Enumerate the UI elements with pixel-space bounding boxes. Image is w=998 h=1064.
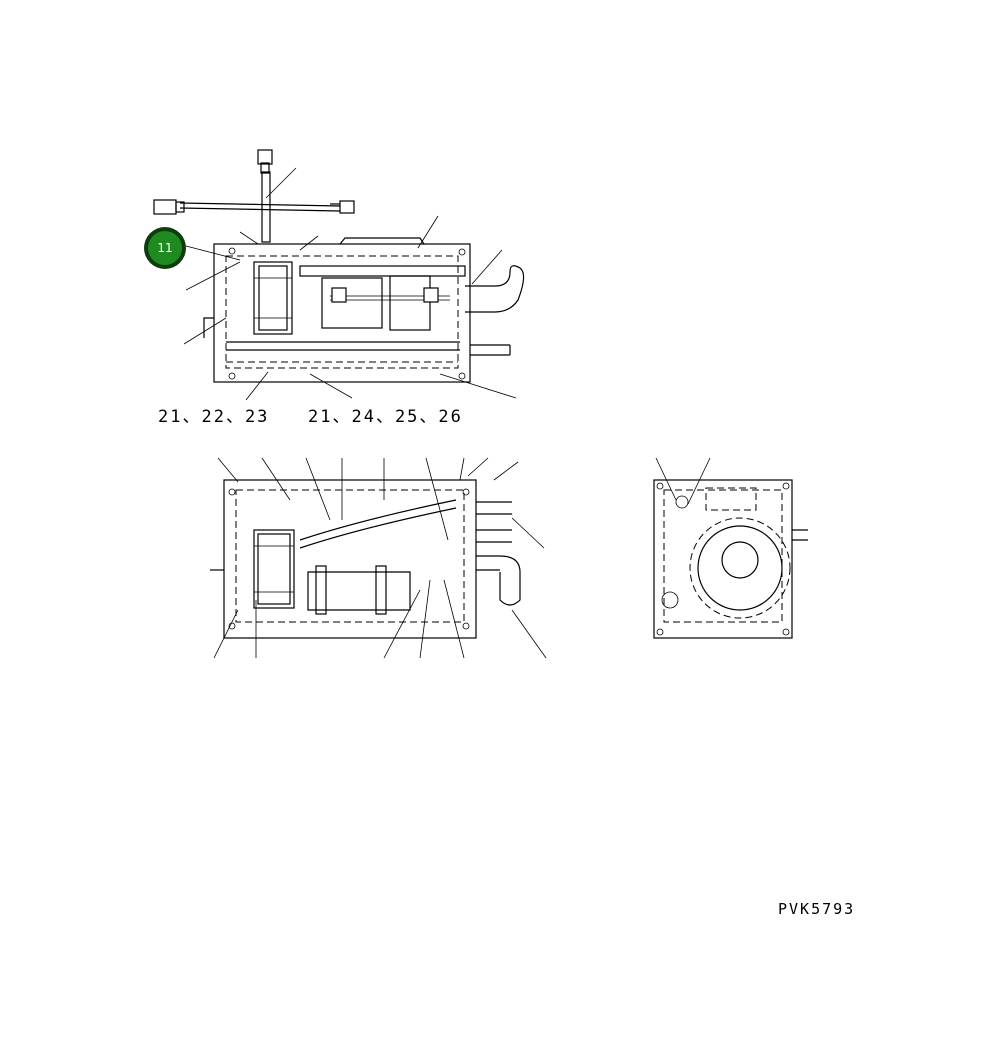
top-view-label-left: 21、22、23 xyxy=(158,407,269,427)
callout-badge: 11 xyxy=(144,227,186,269)
top-view-label-right: 21、24、25、26 xyxy=(308,407,463,427)
front-view-assembly xyxy=(210,457,547,659)
callout-badge-label: 11 xyxy=(157,241,172,255)
side-view-assembly xyxy=(653,457,808,639)
top-view-assembly xyxy=(153,149,525,401)
drawing-code: PVK5793 xyxy=(778,900,855,918)
wiring-harness xyxy=(153,149,355,243)
callout-badge-fill xyxy=(148,231,182,265)
